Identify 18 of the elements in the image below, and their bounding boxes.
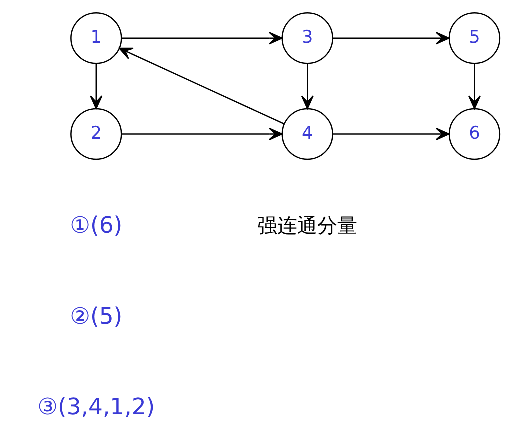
label: ②(5) <box>70 304 122 330</box>
arrow <box>118 48 284 125</box>
node-circle: 6 <box>448 108 500 160</box>
arrow <box>332 128 450 141</box>
arrow <box>332 32 450 45</box>
arrow <box>300 64 314 110</box>
arrow <box>122 128 282 141</box>
label: 强连通分量 <box>257 213 358 238</box>
arrow <box>468 64 481 110</box>
label: ①(6) <box>70 213 122 240</box>
arrow <box>122 32 282 45</box>
label: ③(3,4,1,2) <box>37 394 155 421</box>
arrow <box>90 64 102 110</box>
node-circle: 5 <box>448 12 500 64</box>
node-circle: 2 <box>70 108 122 160</box>
node-circle: 3 <box>281 12 333 64</box>
node-circle: 4 <box>281 108 333 160</box>
node-circle: 1 <box>70 12 122 64</box>
